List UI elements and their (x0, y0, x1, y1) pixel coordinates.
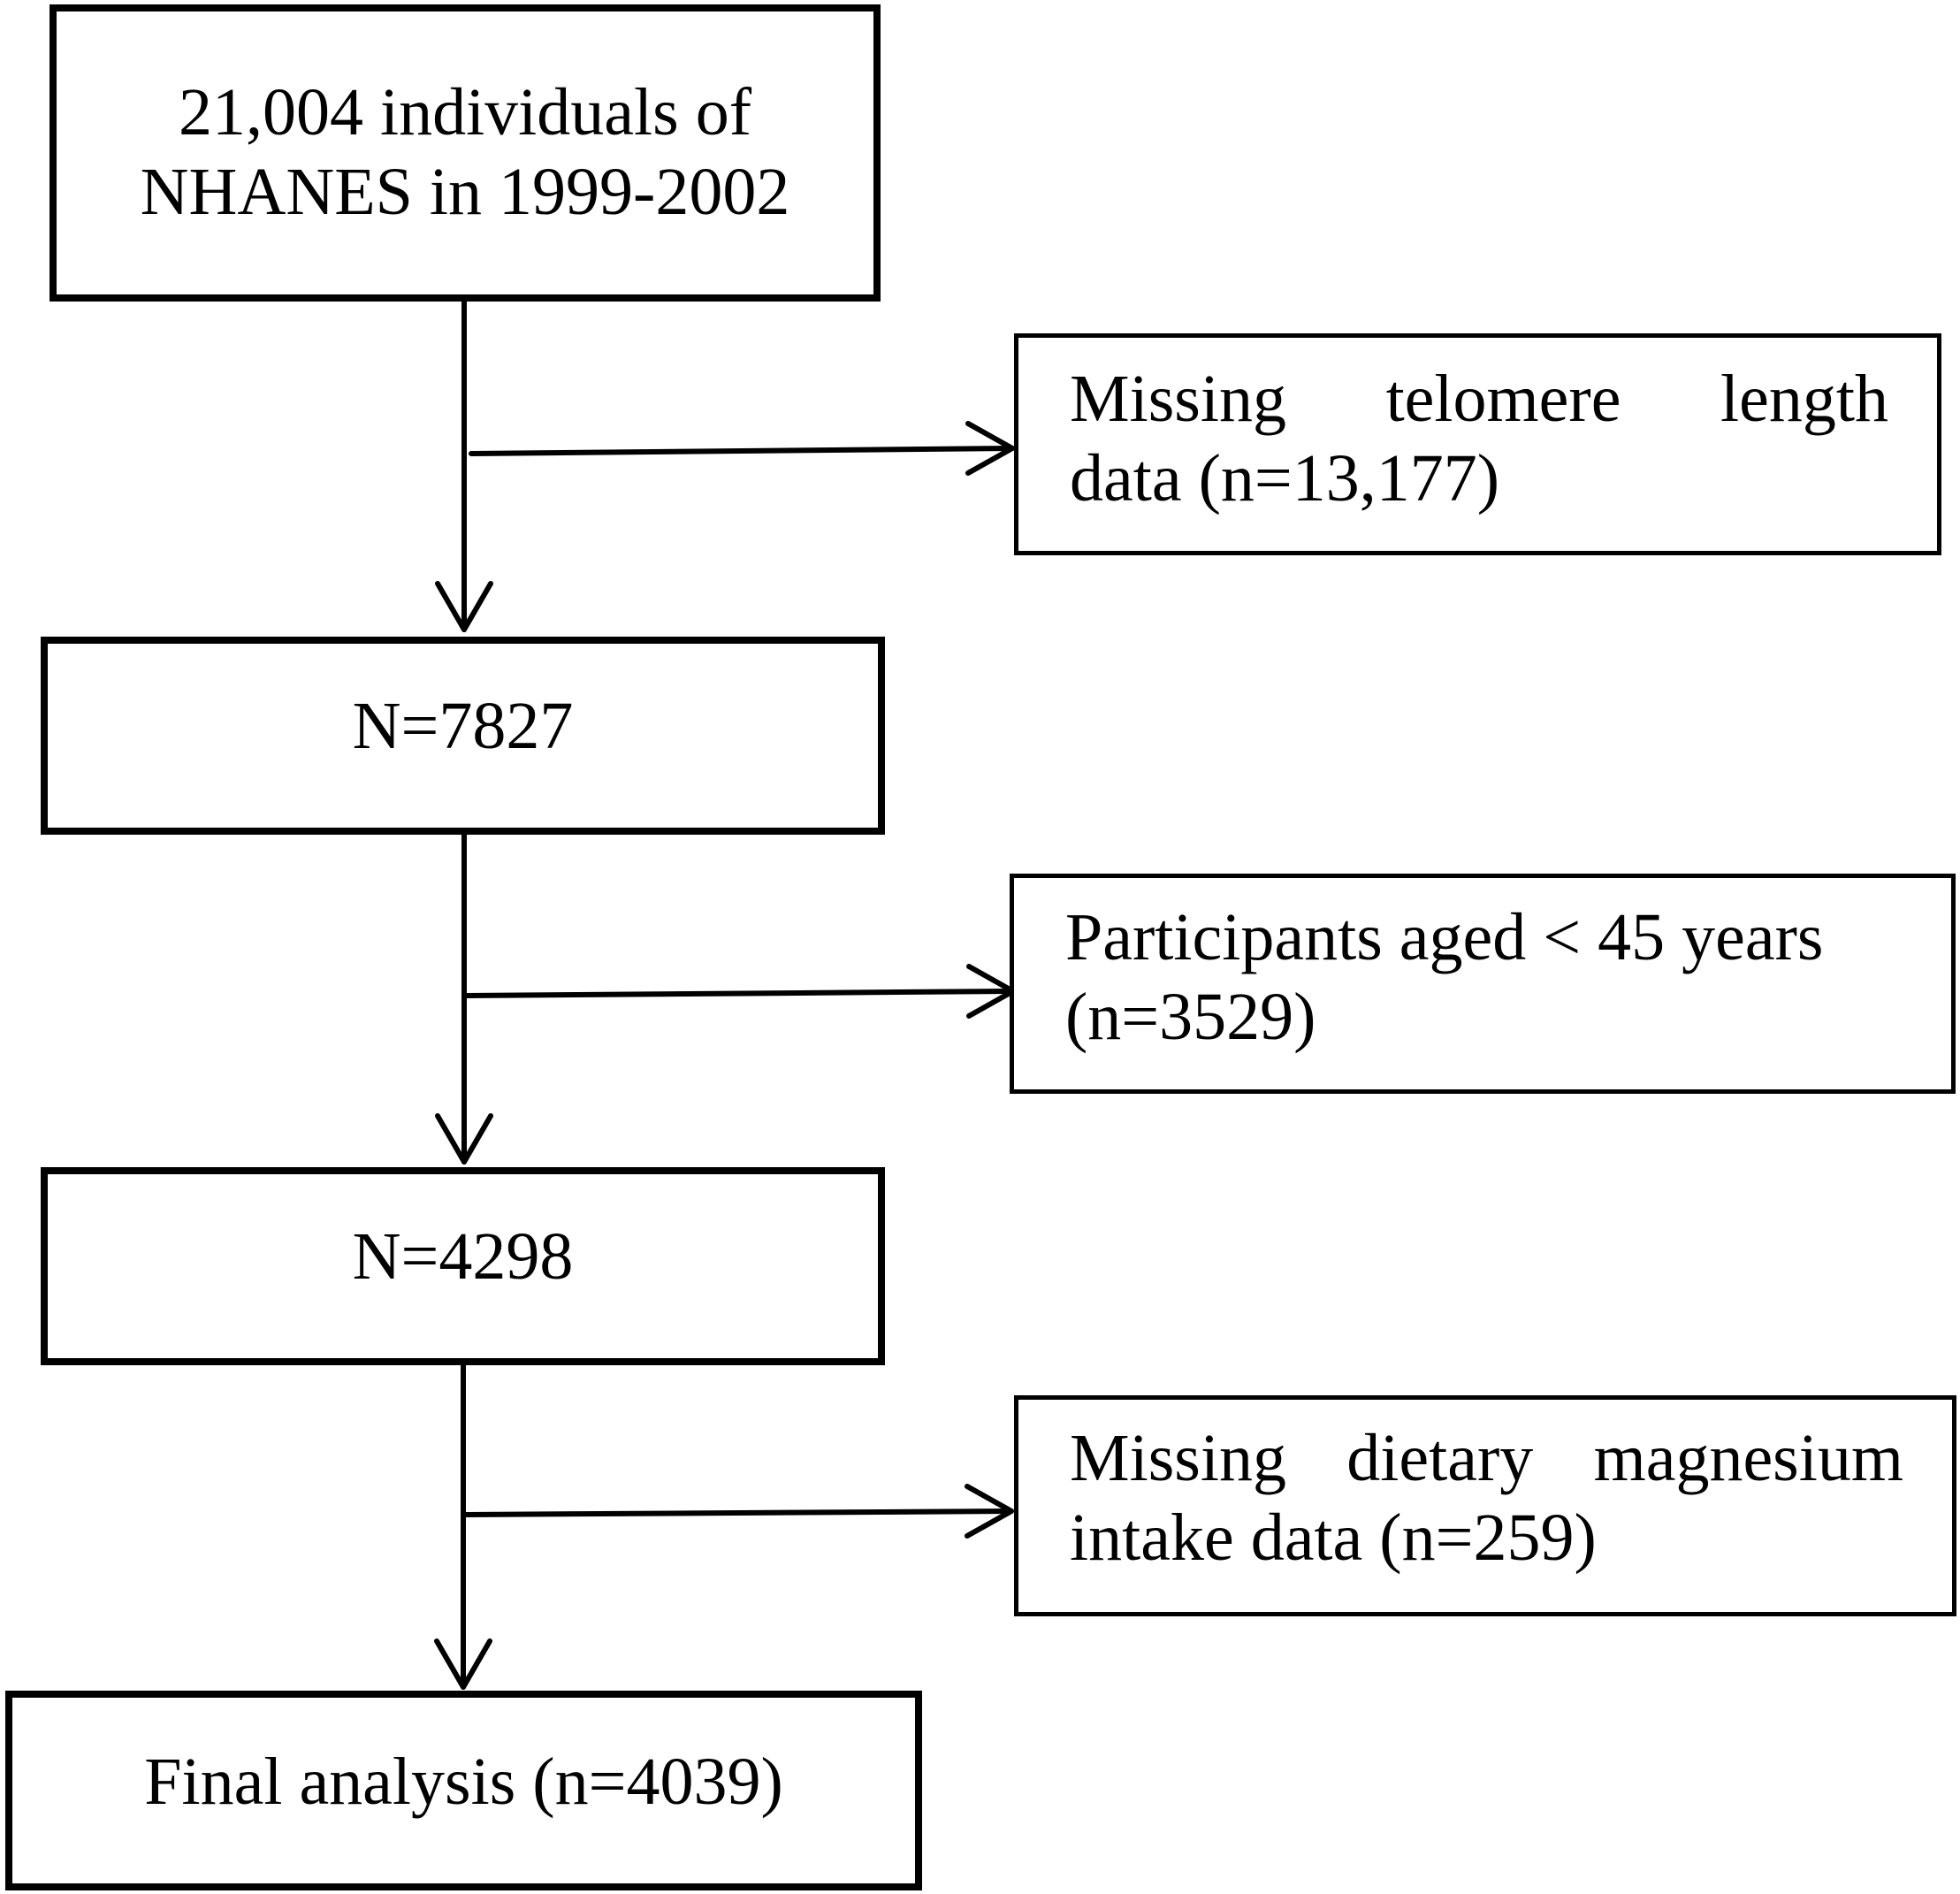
arrow-to-exclusion1 (469, 446, 1015, 456)
exclusion2-box: Participants aged < 45 years (n=3529) (1010, 874, 1956, 1094)
exclusion2-text: Participants aged < 45 years (n=3529) (1065, 898, 1903, 1057)
arrowhead-down-1 (435, 581, 493, 632)
final-box: Final analysis (n=4039) (5, 1691, 922, 1890)
arrowhead-right-1 (965, 421, 1015, 476)
start-box-line1: 21,004 individuals of (178, 75, 752, 150)
exclusion3-box: Missing dietary magnesium intake data (n… (1014, 1395, 1956, 1616)
exclusion2-line2: (n=3529) (1065, 979, 1316, 1054)
exclusion1-text: Missing telomere length data (n=13,177) (1070, 360, 1888, 518)
exclusion3-line1: Missing dietary magnesium (1070, 1421, 1903, 1496)
exclusion3-line2: intake data (n=259) (1070, 1501, 1597, 1575)
exclusion1-box: Missing telomere length data (n=13,177) (1014, 333, 1941, 555)
arrowhead-down-2 (435, 1113, 493, 1165)
exclusion1-line1: Missing telomere length (1070, 361, 1888, 436)
final-text: Final analysis (n=4039) (144, 1745, 783, 1820)
arrowhead-right-3 (965, 1484, 1014, 1539)
step2-box: N=4298 (41, 1167, 885, 1365)
start-box: 21,004 individuals of NHANES in 1999-200… (50, 4, 881, 302)
exclusion3-text: Missing dietary magnesium intake data (n… (1070, 1419, 1903, 1577)
step1-box: N=7827 (41, 637, 885, 835)
start-box-text: 21,004 individuals of NHANES in 1999-200… (141, 73, 790, 232)
exclusion1-line2: data (n=13,177) (1070, 440, 1500, 516)
start-box-line2: NHANES in 1999-2002 (140, 155, 790, 229)
arrowhead-down-3 (434, 1638, 492, 1690)
exclusion2-line1: Participants aged < 45 years (1065, 899, 1824, 974)
arrow-to-exclusion3 (463, 1508, 1014, 1517)
arrow-to-exclusion2 (463, 989, 1016, 998)
step2-text: N=4298 (352, 1219, 574, 1294)
step1-text: N=7827 (352, 689, 574, 764)
